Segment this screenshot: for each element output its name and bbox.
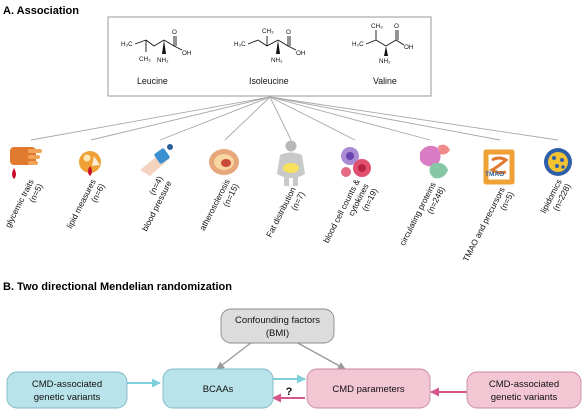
- isoleucine-o-label: O: [286, 29, 291, 36]
- trait-label-line: lipid measures: [64, 177, 97, 230]
- trait-label-glycemic: glycemic traits (n=5): [3, 177, 45, 229]
- association-fan: [30, 96, 559, 141]
- artery-plaque-icon: [209, 149, 239, 175]
- leucine-oh-label: OH: [182, 50, 192, 57]
- trait-label-tmao: TMAO and precursors (n=5): [460, 185, 515, 263]
- cmd-label: CMD parameters: [332, 384, 405, 395]
- hand-blood-drop-icon: [10, 147, 42, 179]
- valine-o-label: O: [394, 23, 399, 30]
- left-variants-line1: CMD-associated: [32, 379, 102, 390]
- trait-label-blood-pressure: (n=4) blood pressure: [140, 174, 174, 233]
- cmd-parameters-box: CMD parameters: [306, 368, 431, 409]
- trait-label-line: Fat distribution: [264, 185, 298, 239]
- trait-label-circulating-proteins: circulating proteins (n=248): [397, 180, 447, 247]
- trait-label-line: TMAO and precursors: [460, 185, 506, 263]
- confounding-factors-box: Confounding factors (BMI): [220, 308, 335, 344]
- bcaa-label: BCAAs: [203, 384, 234, 395]
- causal-question-mark: ?: [286, 386, 293, 398]
- isoleucine-name: Isoleucine: [249, 76, 289, 86]
- valine-ch3-label: CH₃: [371, 23, 383, 30]
- trait-label-lipid: lipid measures (n=6): [64, 177, 106, 230]
- trait-label-line: glycemic traits: [3, 177, 36, 229]
- isoleucine-ch3-label: CH₃: [262, 28, 274, 35]
- valine-oh-label: OH: [404, 44, 414, 51]
- trait-label-lipidomics: lipidomics (n=228): [538, 177, 573, 214]
- leucine-h3c-label: H₃C: [121, 41, 133, 48]
- lipid-droplet-icon: [79, 151, 101, 176]
- blood-cells-icon: [341, 147, 371, 177]
- valine-h3c-label: H₃C: [352, 41, 364, 48]
- body-silhouette-icon: [277, 140, 305, 186]
- confounder-line2: (BMI): [266, 328, 289, 339]
- right-variants-line2: genetic variants: [491, 392, 558, 403]
- leucine-name: Leucine: [137, 76, 168, 86]
- tmao-icon-label: TMAO: [485, 171, 504, 178]
- right-genetic-variants-box: CMD-associated genetic variants: [466, 371, 582, 409]
- intestine-icon: TMAO: [483, 149, 515, 185]
- leucine-o-label: O: [172, 29, 177, 36]
- blood-pressure-cuff-icon: [140, 144, 173, 176]
- left-genetic-variants-box: CMD-associated genetic variants: [6, 371, 128, 409]
- left-variants-line2: genetic variants: [34, 392, 101, 403]
- confounder-to-bcaa-arrow: [216, 341, 253, 370]
- confounder-line1: Confounding factors: [235, 315, 320, 326]
- amino-acid-panel: [107, 16, 432, 97]
- valine-structure: CH₃ H₃C O OH NH₂ Valine: [352, 23, 414, 86]
- valine-name: Valine: [373, 76, 397, 86]
- trait-label-fat-distribution: Fat distribution (n=7): [264, 185, 307, 239]
- bcaa-box: BCAAs: [162, 368, 274, 409]
- lipid-particle-icon: [544, 148, 572, 176]
- mr-arrows: [127, 341, 467, 403]
- isoleucine-oh-label: OH: [296, 50, 306, 57]
- leucine-ch3-label: CH₃: [139, 56, 151, 63]
- valine-nh2-label: NH₂: [379, 58, 391, 65]
- trait-label-atherosclerosis: atherosclerosis (n=15): [197, 177, 240, 232]
- confounder-to-cmd-arrow: [295, 341, 346, 370]
- isoleucine-structure: CH₃ H₃C O OH NH₂ Isoleucine: [234, 28, 306, 86]
- leucine-nh2-label: NH₂: [157, 57, 169, 64]
- isoleucine-h3c-label: H₃C: [234, 41, 246, 48]
- leucine-structure: H₃C O OH CH₃ NH₂ Leucine: [121, 29, 192, 86]
- trait-label-blood-cells: blood cell counts & cytokines (n=19): [321, 177, 380, 245]
- proteins-icon: [420, 144, 450, 179]
- section-b-title: B. Two directional Mendelian randomizati…: [3, 281, 232, 293]
- right-variants-line1: CMD-associated: [489, 379, 559, 390]
- isoleucine-nh2-label: NH₂: [271, 57, 283, 64]
- section-a-title: A. Association: [3, 5, 79, 17]
